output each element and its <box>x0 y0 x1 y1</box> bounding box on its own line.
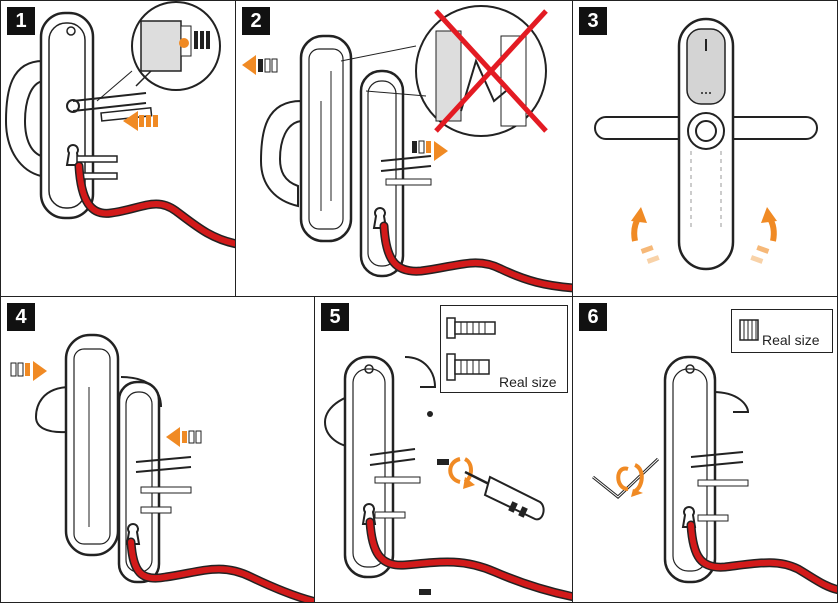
screw-icon <box>419 589 431 595</box>
screw-icon <box>437 459 449 465</box>
push-right-arrow-icon <box>10 361 47 381</box>
screws-real-size-icon <box>446 317 496 381</box>
step-2-panel: 2 <box>235 0 573 297</box>
rotate-up-right-arrow-icon <box>750 207 777 264</box>
real-size-box: Real size <box>731 309 833 353</box>
pull-left-arrow-icon <box>242 55 278 75</box>
step-2-number: 2 <box>242 7 270 35</box>
push-left-arrow-icon <box>166 427 202 447</box>
step-5-panel: 5 <box>314 296 573 603</box>
step-6-number: 6 <box>579 303 607 331</box>
screw-icon <box>427 411 433 417</box>
step-6-panel: 6 Real size <box>572 296 838 603</box>
screwdriver-icon <box>464 470 545 521</box>
step-2-illustration <box>242 5 572 293</box>
step-3-number: 3 <box>579 7 607 35</box>
handle <box>4 59 44 178</box>
step-3-illustration <box>594 17 818 271</box>
step-1-number: 1 <box>7 7 35 35</box>
inner-plate <box>299 34 353 243</box>
real-size-box: Real size <box>440 305 568 393</box>
real-size-label: Real size <box>499 374 557 390</box>
step-3-panel: 3 <box>572 0 838 297</box>
outer-plate <box>117 380 161 584</box>
grub-screw-real-size-icon <box>739 319 759 341</box>
step-6-illustration <box>592 355 837 595</box>
spindle <box>72 92 147 102</box>
insert-direction-arrow-icon <box>123 111 158 131</box>
step-1-illustration <box>4 1 235 249</box>
display-screen <box>686 28 726 105</box>
push-right-arrow-icon <box>412 140 448 161</box>
hex-key-icon <box>592 457 660 499</box>
rotate-clockwise-icon <box>616 463 644 497</box>
rotate-up-left-arrow-icon <box>631 207 660 264</box>
rotate-clockwise-icon <box>448 457 475 489</box>
outer-plate <box>663 355 717 584</box>
step-4-illustration <box>10 333 314 602</box>
do-not-cross-icon <box>434 9 548 133</box>
step-1-panel: 1 <box>0 0 236 297</box>
step-4-panel: 4 <box>0 296 315 603</box>
outer-plate <box>359 69 405 278</box>
outer-plate <box>343 355 395 579</box>
fingerprint-knob <box>687 112 725 150</box>
step-5-number: 5 <box>321 303 349 331</box>
step-4-number: 4 <box>7 303 35 331</box>
step-5-illustration <box>323 355 572 602</box>
real-size-label: Real size <box>762 332 820 348</box>
